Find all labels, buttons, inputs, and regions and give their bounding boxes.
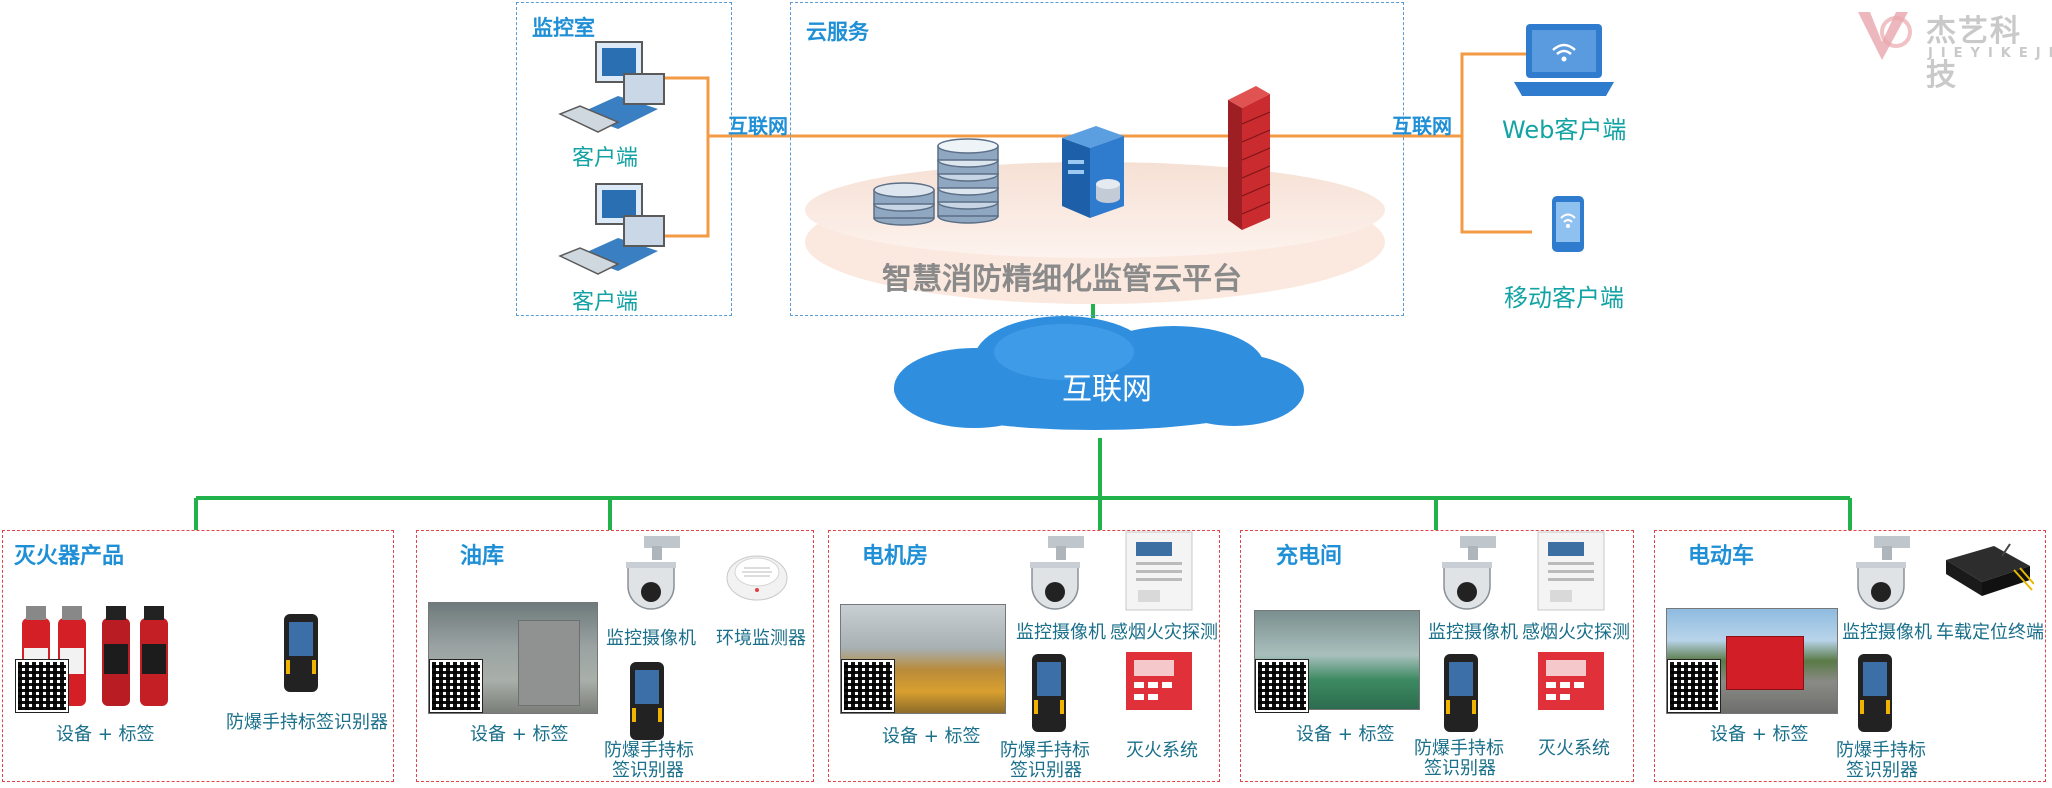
internet-link-label-right: 互联网 — [1392, 114, 1452, 138]
dome-camera-icon — [626, 536, 680, 610]
laptop-icon — [1514, 24, 1614, 96]
device-tag-label: 设备 + 标签 — [1710, 724, 1809, 745]
client-label-1: 客户端 — [572, 146, 639, 171]
cloud-service-title: 云服务 — [806, 20, 869, 44]
desktop-computer-icon — [558, 41, 665, 133]
client-label-2: 客户端 — [572, 290, 639, 315]
site-title-motor-room: 电机房 — [862, 544, 929, 569]
rugged-handheld-reader-icon — [1032, 654, 1066, 732]
dome-camera-icon — [1856, 536, 1910, 610]
qr-code-icon — [1667, 659, 1721, 713]
fire-suppression-label: 灭火系统 — [1538, 738, 1610, 759]
handheld-reader-label-2: 签识别器 — [1010, 760, 1082, 781]
camera-label: 监控摄像机 — [1016, 622, 1106, 643]
site-title-electric-vehicle: 电动车 — [1688, 544, 1755, 569]
dome-camera-icon — [1442, 536, 1496, 610]
device-tag-label: 设备 + 标签 — [56, 724, 155, 745]
mobile-client-label: 移动客户端 — [1504, 284, 1624, 312]
handheld-reader-label-1: 防爆手持标 — [1414, 738, 1504, 759]
web-client-label: Web客户端 — [1502, 116, 1627, 144]
fire-detector-panel-icon — [1125, 531, 1193, 611]
internet-link-label-left: 互联网 — [728, 114, 788, 138]
cloud-label: 互联网 — [1062, 372, 1152, 407]
site-title-charging-room: 充电间 — [1276, 544, 1343, 569]
monitor-room-box — [516, 2, 732, 316]
rugged-handheld-reader-icon — [630, 662, 664, 740]
desktop-computer-icon — [558, 183, 665, 275]
device-tag-label: 设备 + 标签 — [1296, 724, 1395, 745]
server-icon — [1062, 126, 1124, 218]
handheld-reader-label-2: 签识别器 — [1846, 760, 1918, 781]
handheld-reader-label: 防爆手持标签识别器 — [226, 712, 388, 733]
camera-label: 监控摄像机 — [1428, 622, 1518, 643]
device-tag-label: 设备 + 标签 — [882, 726, 981, 747]
qr-code-icon — [429, 659, 483, 713]
rugged-handheld-reader-icon — [284, 614, 318, 692]
rugged-handheld-reader-icon — [1858, 654, 1892, 732]
site-title-extinguisher: 灭火器产品 — [14, 544, 125, 569]
company-logo-icon — [1858, 12, 1912, 60]
handheld-reader-label-2: 签识别器 — [1424, 758, 1496, 779]
firewall-icon — [1228, 86, 1271, 230]
fire-detector-panel-icon — [1537, 531, 1605, 611]
oil-depot-equipment — [518, 620, 580, 706]
smoke-fire-detector-label: 感烟火灾探测 — [1522, 622, 1630, 643]
environment-monitor-label: 环境监测器 — [716, 628, 806, 649]
vehicle-gps-terminal-icon — [1946, 543, 2034, 596]
handheld-reader-label-2: 签识别器 — [612, 760, 684, 781]
mobile-phone-icon — [1552, 196, 1584, 252]
fire-truck-shape — [1726, 636, 1804, 690]
camera-label: 监控摄像机 — [1842, 622, 1932, 643]
internet-cloud-icon — [894, 316, 1304, 430]
handheld-reader-label-1: 防爆手持标 — [604, 740, 694, 761]
qr-code-icon — [1255, 659, 1309, 713]
smoke-fire-detector-label: 感烟火灾探测 — [1110, 622, 1218, 643]
database-icon — [937, 138, 999, 224]
dome-camera-icon — [1030, 536, 1084, 610]
qr-code-icon — [841, 659, 895, 713]
site-title-oil-depot: 油库 — [460, 544, 505, 569]
handheld-reader-label-1: 防爆手持标 — [1836, 740, 1926, 761]
monitor-room-title: 监控室 — [532, 16, 595, 40]
device-tag-label: 设备 + 标签 — [470, 724, 569, 745]
cloud-service-box — [790, 2, 1404, 316]
database-icon — [873, 182, 935, 226]
qr-code-icon — [15, 659, 69, 713]
camera-label: 监控摄像机 — [606, 628, 696, 649]
platform-title: 智慧消防精细化监管云平台 — [882, 262, 1242, 297]
vehicle-gps-terminal-label: 车载定位终端 — [1936, 622, 2044, 643]
rugged-handheld-reader-icon — [1444, 654, 1478, 732]
fire-suppression-panel-icon — [1538, 652, 1604, 710]
smoke-detector-icon — [726, 555, 788, 601]
logo-chinese: 杰艺科技 — [1926, 14, 2022, 93]
handheld-reader-label-1: 防爆手持标 — [1000, 740, 1090, 761]
fire-suppression-panel-icon — [1126, 652, 1192, 710]
logo-english: JIEYIKEJI — [1928, 46, 2052, 61]
fire-suppression-label: 灭火系统 — [1126, 740, 1198, 761]
